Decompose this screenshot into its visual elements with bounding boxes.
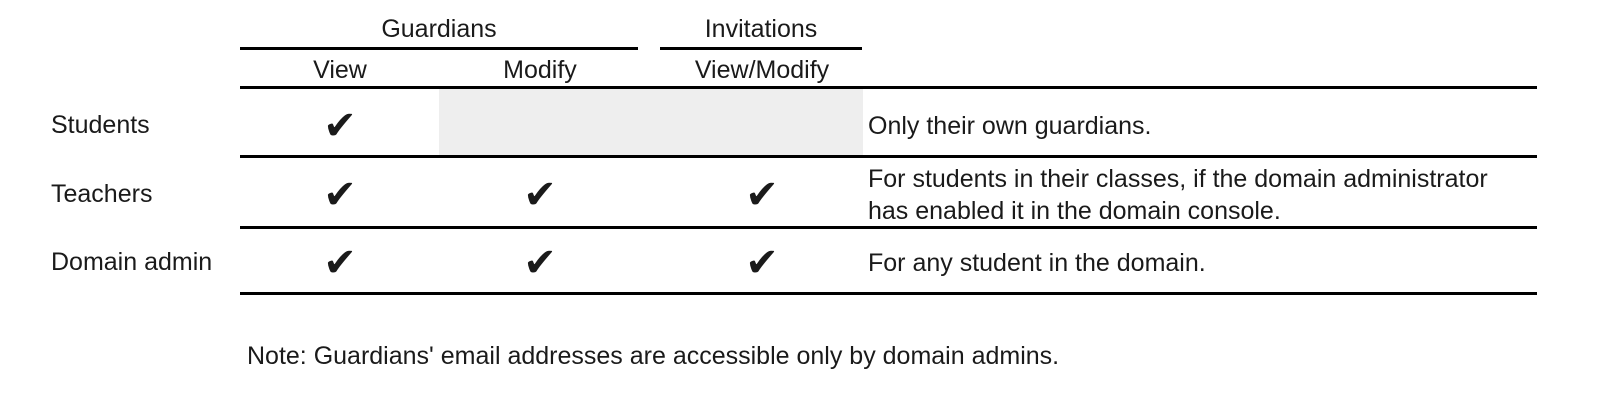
row-label-teachers: Teachers xyxy=(51,180,153,208)
notes-students: Only their own guardians. xyxy=(868,112,1152,140)
notes-domain-admin: For any student in the domain. xyxy=(868,249,1206,277)
group-header-guardians: Guardians xyxy=(381,15,497,43)
table-header-rule xyxy=(240,86,1537,89)
check-teachers-guardians-view: ✔ xyxy=(323,172,357,218)
check-teachers-invitations-view-modify: ✔ xyxy=(745,172,779,218)
shaded-empty-cell xyxy=(439,88,863,155)
column-header-view-modify: View/Modify xyxy=(694,56,830,84)
group-underline-guardians xyxy=(240,47,638,50)
check-teachers-guardians-modify: ✔ xyxy=(523,172,557,218)
group-header-invitations: Invitations xyxy=(704,15,818,43)
check-domain-admin-guardians-modify: ✔ xyxy=(523,240,557,286)
check-domain-admin-guardians-view: ✔ xyxy=(323,240,357,286)
row-label-students: Students xyxy=(51,111,150,139)
column-header-view: View xyxy=(313,56,367,84)
group-underline-invitations xyxy=(660,47,862,50)
notes-teachers: For students in their classes, if the do… xyxy=(868,165,1488,225)
row-label-domain-admin: Domain admin xyxy=(51,248,213,276)
column-header-modify: Modify xyxy=(503,56,577,84)
footnote-text: Note: Guardians' email addresses are acc… xyxy=(247,342,1060,370)
row-rule-after-teachers xyxy=(240,226,1537,229)
row-rule-after-students xyxy=(240,155,1537,158)
table-bottom-rule xyxy=(240,292,1537,295)
check-domain-admin-invitations-view-modify: ✔ xyxy=(745,240,779,286)
check-students-guardians-view: ✔ xyxy=(323,103,357,149)
